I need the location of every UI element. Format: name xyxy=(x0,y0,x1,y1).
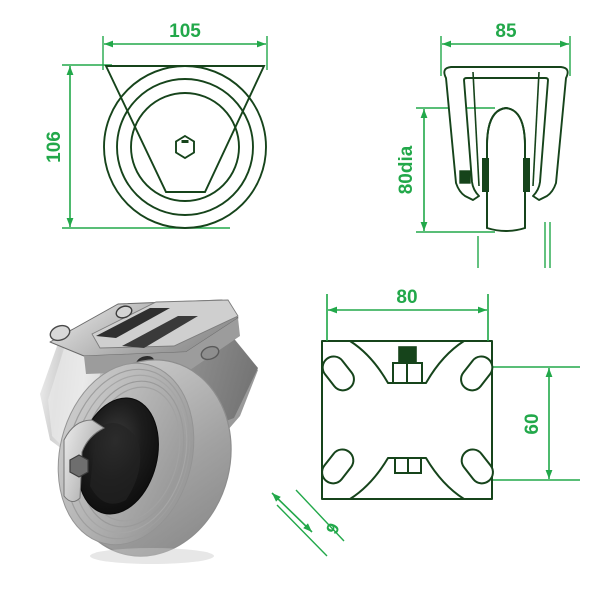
render-axle-hex-nut xyxy=(69,454,89,478)
side-bearing-left xyxy=(482,158,489,192)
mounting-slot-top-left xyxy=(321,355,355,392)
render-hub-spoke-shade xyxy=(90,422,141,504)
view-side-elevation: 85 80dia xyxy=(396,21,571,268)
render-fork-arm xyxy=(63,419,105,502)
wheel-tread-circle xyxy=(116,78,254,216)
mounting-slot-top-right xyxy=(460,355,494,392)
wheel-outer-circle xyxy=(103,65,267,229)
dimension-label-85: 85 xyxy=(495,21,517,42)
view-product-photo xyxy=(40,299,258,564)
dimension-label-80: 80 xyxy=(396,287,417,308)
dimension-60: 60 xyxy=(480,366,580,481)
dimension-85: 85 xyxy=(440,21,571,76)
mounting-slot-bottom-left xyxy=(321,448,355,485)
dimension-label-105: 105 xyxy=(169,21,201,42)
dimension-105: 105 xyxy=(102,21,268,70)
view-front-elevation: 105 106 xyxy=(44,21,268,229)
render-plate-hole-front-left xyxy=(49,324,71,342)
dimension-label-106: 106 xyxy=(44,131,65,163)
dimension-label-60: 60 xyxy=(522,413,543,434)
render-plate-hole-rear-right xyxy=(200,345,220,361)
dimension-80dia: 80dia xyxy=(396,107,551,268)
side-wheel-crown xyxy=(486,107,526,147)
dim-line xyxy=(271,492,313,533)
side-axle-nut xyxy=(459,170,471,184)
render-ground-shadow xyxy=(90,548,214,564)
side-bearing-right xyxy=(523,158,530,192)
side-bracket-inner-right-edge xyxy=(532,71,540,187)
view-mounting-plate: 80 60 9 xyxy=(271,287,580,557)
render-plate-slot-b xyxy=(122,316,198,348)
side-bracket-inner-left-edge xyxy=(472,71,480,187)
dimension-106: 106 xyxy=(44,64,230,229)
dimension-label-9: 9 xyxy=(322,520,343,537)
side-bracket-outline xyxy=(443,66,569,201)
dimension-label-80dia: 80dia xyxy=(396,145,417,194)
render-mounting-plate-edge xyxy=(84,318,240,374)
mounting-slot-bottom-right xyxy=(460,448,494,485)
render-plate-slot-a xyxy=(96,308,170,338)
front-axle-nut-mark xyxy=(181,140,189,143)
plate-axle-nut-cap xyxy=(398,346,417,364)
ext-line-b xyxy=(276,504,328,557)
wheel-hub-circle xyxy=(130,92,240,202)
side-wheel-body xyxy=(486,107,526,232)
front-axle-hex-nut xyxy=(175,134,195,160)
front-bracket-outline xyxy=(104,65,266,193)
render-plate-hole-rear-left xyxy=(115,305,133,319)
